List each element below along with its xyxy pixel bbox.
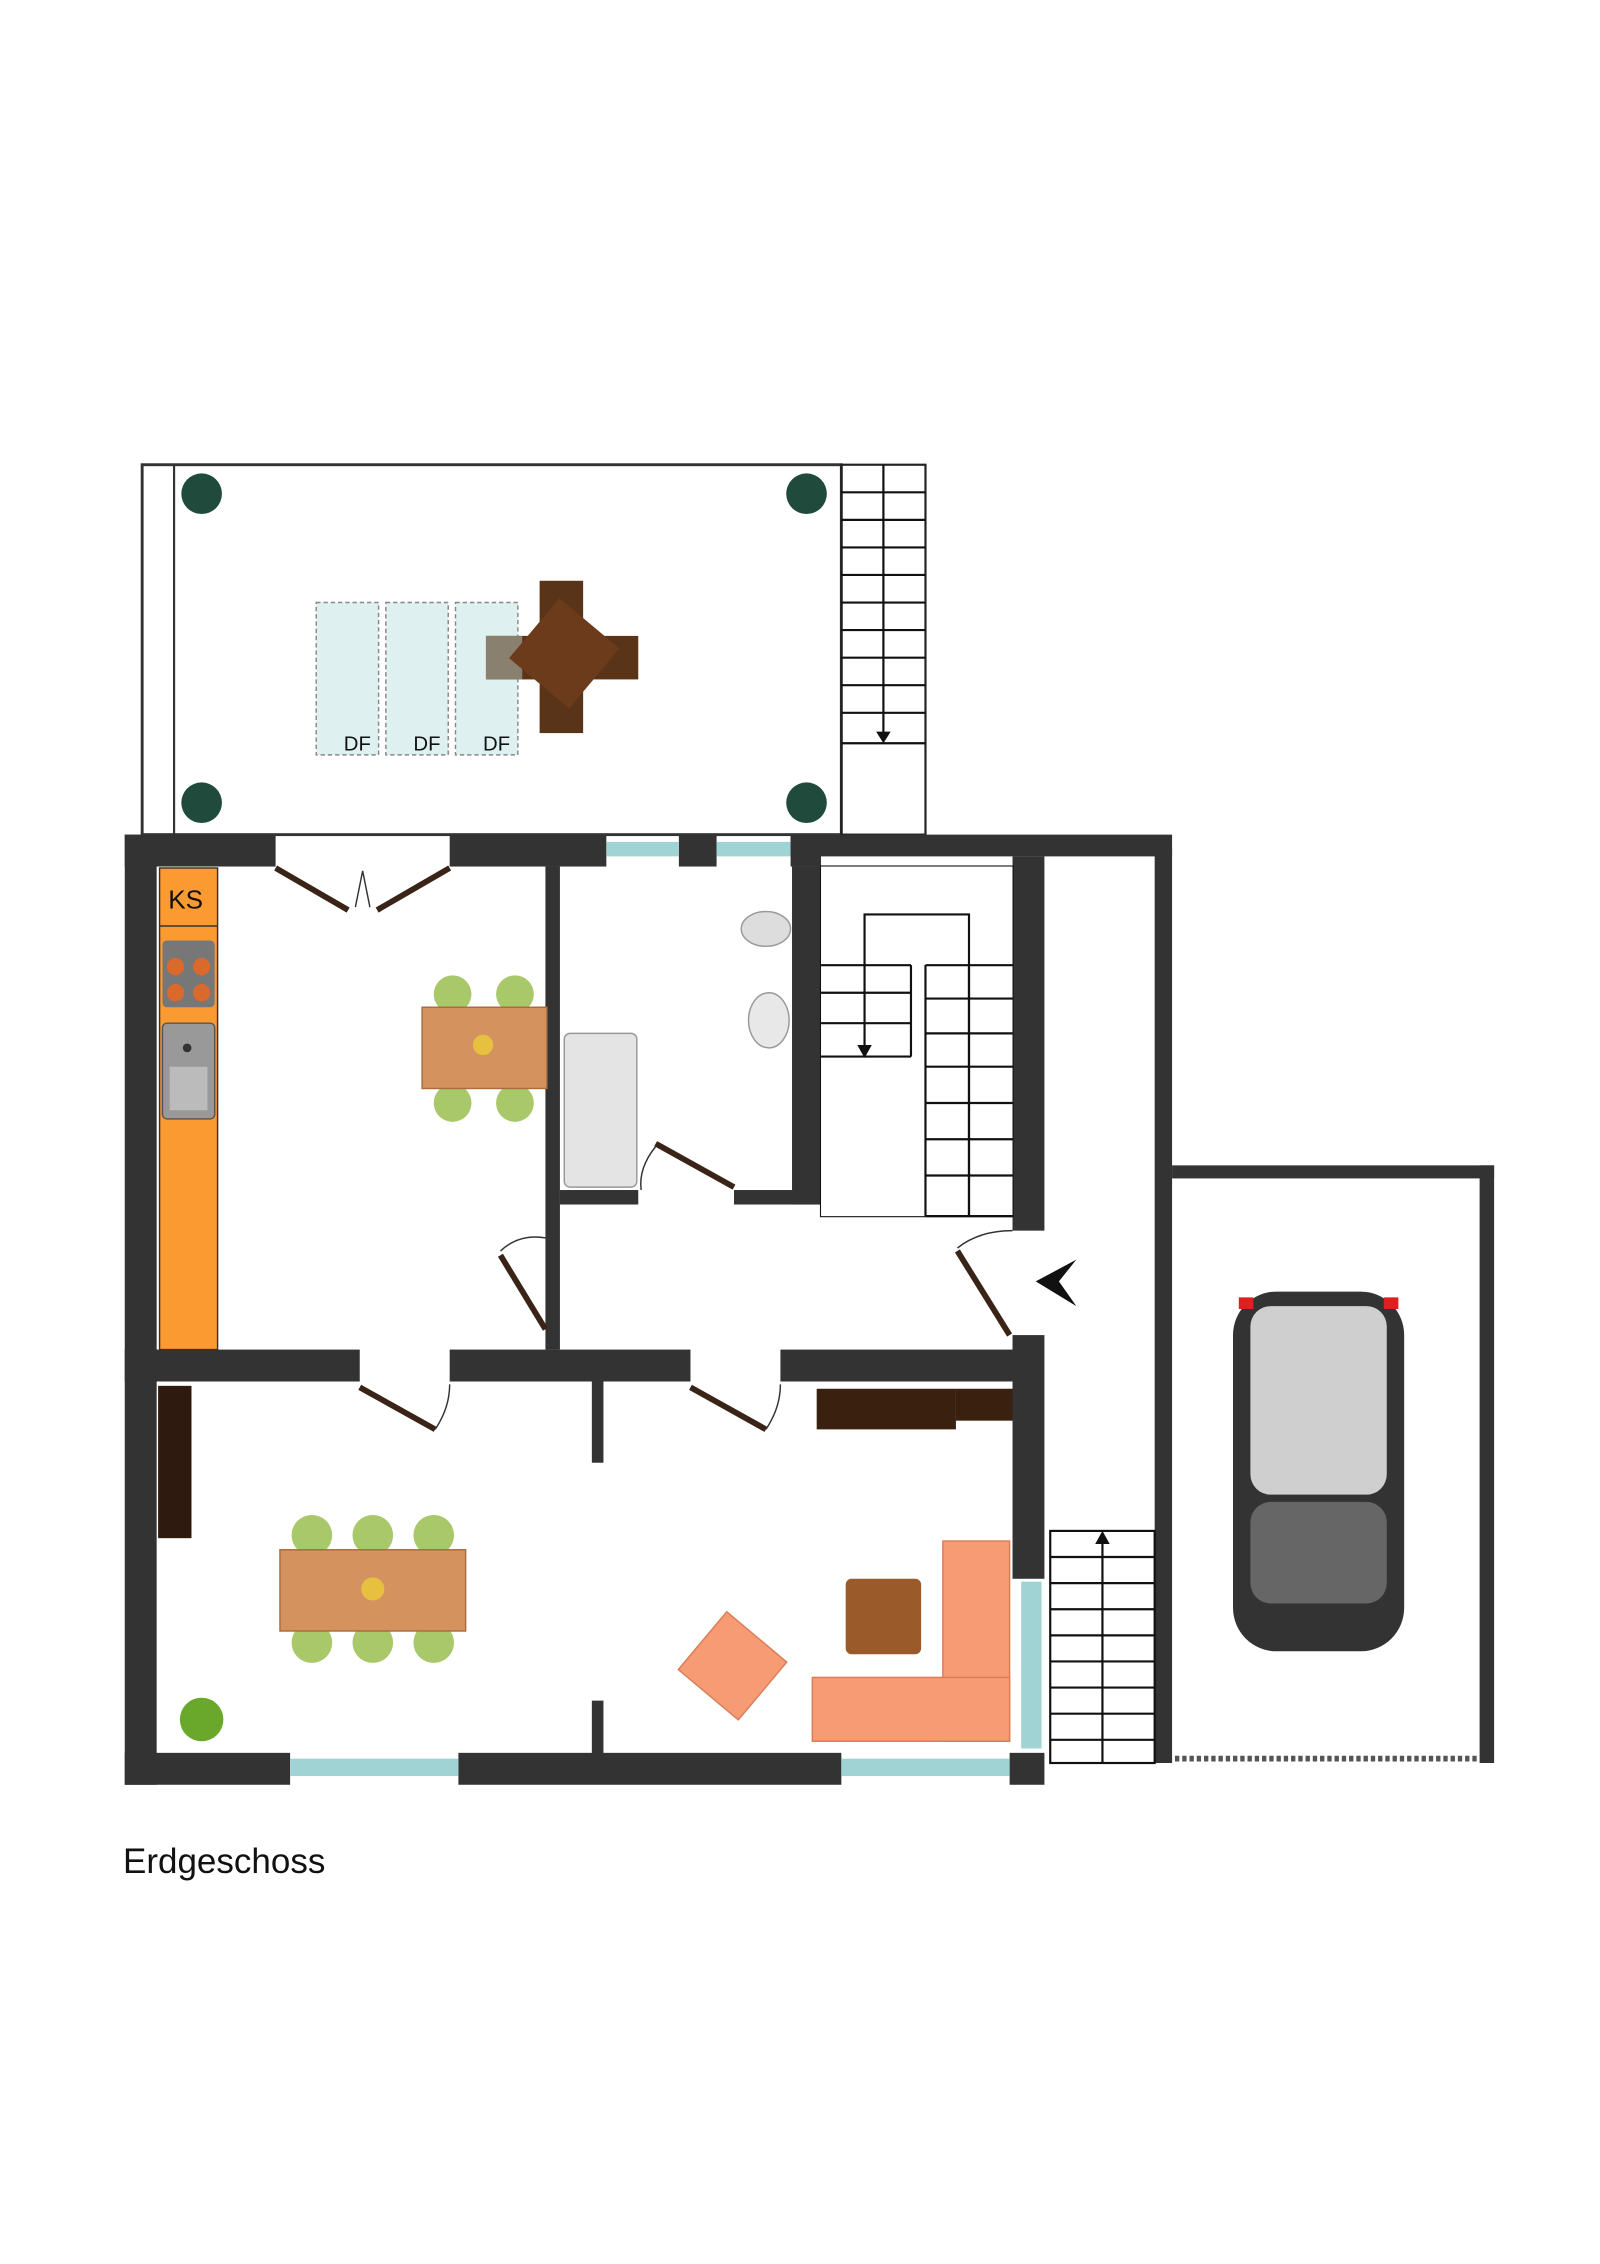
- skylight-label: DF: [344, 733, 371, 755]
- walls: [124, 834, 1495, 1785]
- kitchen-label: KS: [168, 885, 203, 915]
- windows: [290, 841, 1042, 1777]
- chair-icon: [413, 1514, 455, 1556]
- stairs-icon: [819, 865, 1014, 1218]
- terrace: DF DF DF: [140, 463, 843, 837]
- doors: [274, 865, 1013, 1432]
- skylight-label: DF: [483, 733, 510, 755]
- dining-table-icon: [279, 1514, 467, 1663]
- kitchen: KS: [158, 867, 219, 1351]
- terrace-stairs-icon: [840, 463, 927, 836]
- car-icon: [1233, 1291, 1405, 1652]
- chair-icon: [496, 1084, 534, 1122]
- chair-icon: [291, 1514, 333, 1556]
- tv-cabinet-icon: [816, 1388, 956, 1430]
- bookshelf-icon: [158, 1385, 192, 1539]
- stove-icon: [162, 940, 215, 1008]
- chair-icon: [433, 975, 472, 1014]
- chair-icon: [413, 1622, 455, 1663]
- terrace-table-icon: [485, 580, 639, 734]
- chair-icon: [291, 1622, 333, 1663]
- entrance-arrow-icon: [1035, 1259, 1077, 1307]
- washbasin-icon: [747, 992, 790, 1049]
- floor-label: Erdgeschoss: [123, 1842, 326, 1881]
- plant-icon: [181, 473, 827, 824]
- bathtub-icon: [563, 1032, 638, 1188]
- toilet-icon: [740, 910, 792, 948]
- sofa-icon: [811, 1540, 1011, 1742]
- sink-icon: [161, 1022, 216, 1120]
- chair-icon: [352, 1514, 394, 1556]
- skylight-label: DF: [413, 733, 440, 755]
- chair-icon: [352, 1622, 394, 1663]
- armchair-icon: [677, 1610, 788, 1721]
- chair-icon: [496, 975, 534, 1014]
- plant-icon: [179, 1697, 224, 1742]
- entrance-stairs-icon: [1049, 1529, 1156, 1765]
- chair-icon: [433, 1084, 472, 1122]
- kitchen-table-icon: [421, 975, 548, 1122]
- coffee-table-icon: [845, 1578, 922, 1655]
- living-room: [677, 1388, 1013, 1742]
- bathroom: [563, 910, 792, 1188]
- bookshelf-icon: [955, 1388, 1013, 1421]
